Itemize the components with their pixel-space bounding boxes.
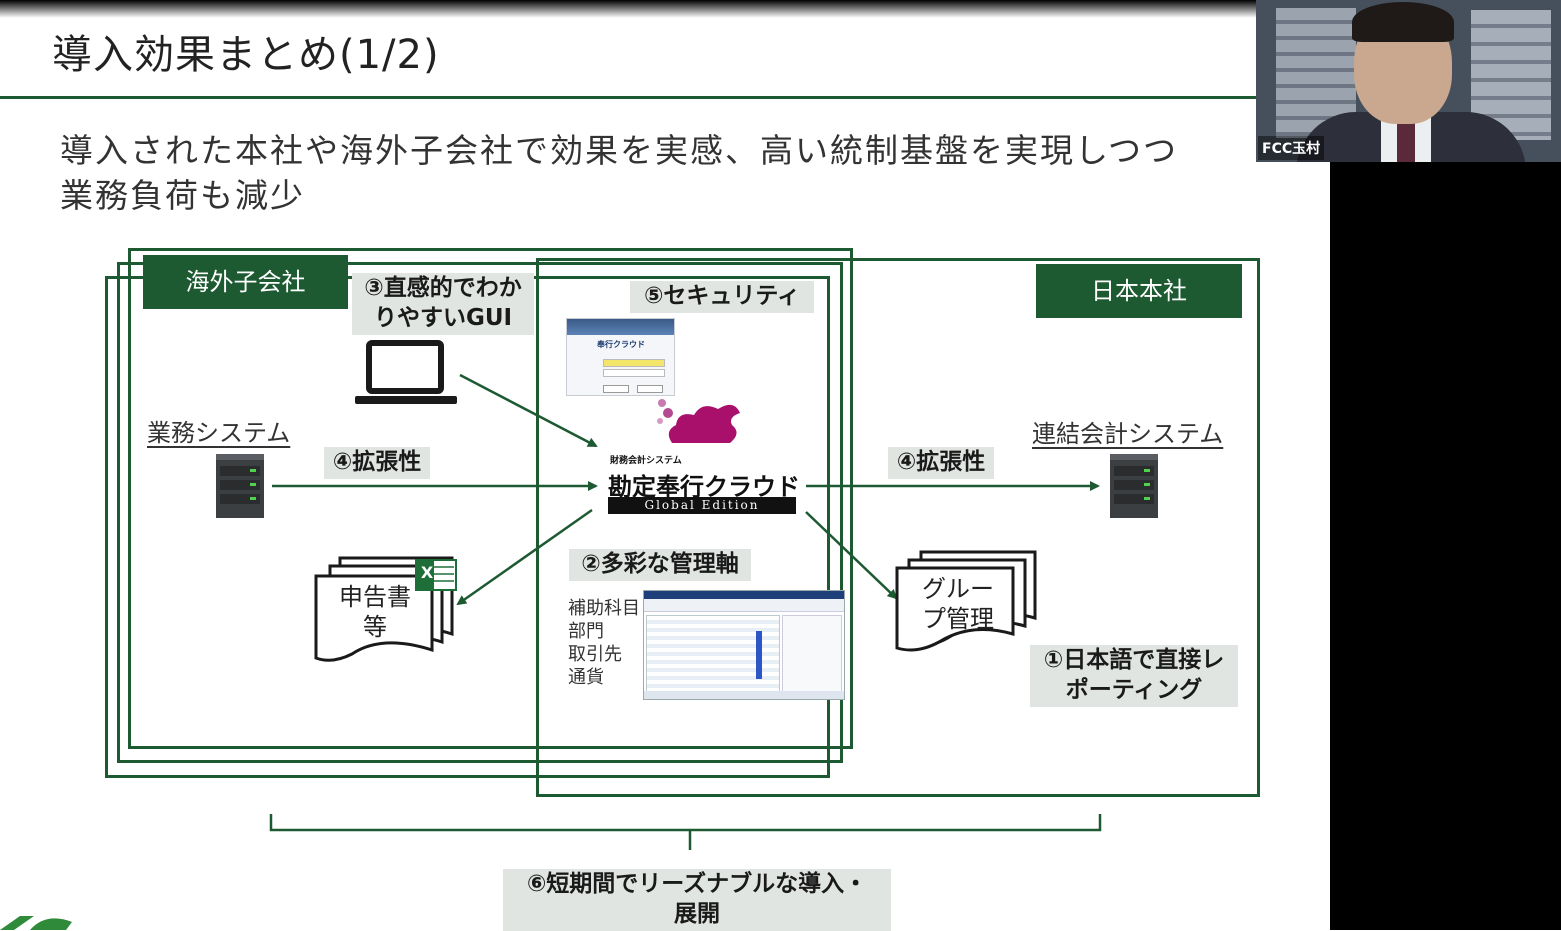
group-document-stack-icon [895, 550, 1037, 652]
feature-gui: ③直感的でわか りやすいGUI [352, 273, 534, 335]
consolidated-system-label: 連結会計システム [1032, 420, 1224, 448]
product-logo: 財務会計システム 勘定奉行クラウド Global Edition [598, 395, 813, 525]
overseas-tag: 海外子会社 [143, 255, 348, 309]
company-logo-fragment [0, 916, 72, 930]
product-edition: Global Edition [608, 497, 796, 514]
feature-rollout: ⑥短期間でリーズナブルな導入・ 展開 [503, 869, 891, 931]
feature-management-axes: ②多彩な管理軸 [569, 549, 751, 581]
login-user-field [603, 359, 665, 367]
participant-name: FCC玉村 [1258, 136, 1325, 160]
title-divider [0, 96, 1256, 99]
excel-icon: X [420, 563, 434, 582]
ledger-footer [644, 691, 844, 699]
japan-box [536, 258, 1260, 797]
group-document-label: グルー プ管理 [922, 575, 994, 633]
overseas-box [128, 248, 853, 749]
login-logo: 奉行クラウド [597, 340, 645, 349]
slide-subtitle: 導入された本社や海外子会社で効果を実感、高い統制基盤を実現しつつ 業務負荷も減少 [60, 131, 1179, 215]
cloud-logo-icon [657, 399, 740, 443]
ledger-toolbar [644, 599, 844, 612]
feature-scalability-right: ④拡張性 [888, 447, 994, 479]
participant-tie [1397, 120, 1415, 162]
login-cancel-button [637, 385, 663, 393]
login-header-bar [567, 319, 674, 335]
login-password-field [603, 369, 665, 377]
product-subtitle: 財務会計システム [610, 456, 682, 466]
ledger-header-bar [644, 591, 844, 599]
arrow-product-to-tax-doc [456, 508, 593, 606]
management-axes-list: 補助科目 部門 取引先 通貨 [568, 598, 640, 688]
arrow-product-to-group-doc [805, 511, 898, 600]
product-name: 勘定奉行クラウド [608, 473, 800, 501]
feature-reporting: ①日本語で直接レ ポーティング [1030, 645, 1238, 707]
japan-tag: 日本本社 [1036, 264, 1242, 318]
login-screen-thumbnail: 奉行クラウド [566, 318, 675, 396]
tax-document-stack-icon [314, 556, 457, 662]
participant-hair [1352, 2, 1454, 42]
laptop-icon [355, 340, 457, 404]
overseas-box-back-1 [117, 262, 843, 763]
rollout-brace [269, 814, 1102, 850]
top-shadow [0, 0, 1561, 18]
login-ok-button [603, 385, 629, 393]
feature-security: ⑤セキュリティ [630, 281, 814, 313]
slide-title: 導入効果まとめ(1/2) [52, 32, 440, 78]
arrow-gui-to-product [459, 373, 598, 448]
server-icon [1110, 454, 1158, 518]
participant-video[interactable]: FCC玉村 [1256, 0, 1561, 162]
ledger-screen-thumbnail [643, 590, 845, 700]
ledger-side-panel [782, 615, 842, 693]
business-system-label: 業務システム [147, 419, 291, 447]
feature-scalability-left: ④拡張性 [324, 447, 430, 479]
tax-document-label: 申告書 等 [339, 583, 411, 641]
ledger-selected-column [756, 631, 762, 679]
video-panel-background [1330, 160, 1561, 930]
server-icon [216, 454, 264, 518]
